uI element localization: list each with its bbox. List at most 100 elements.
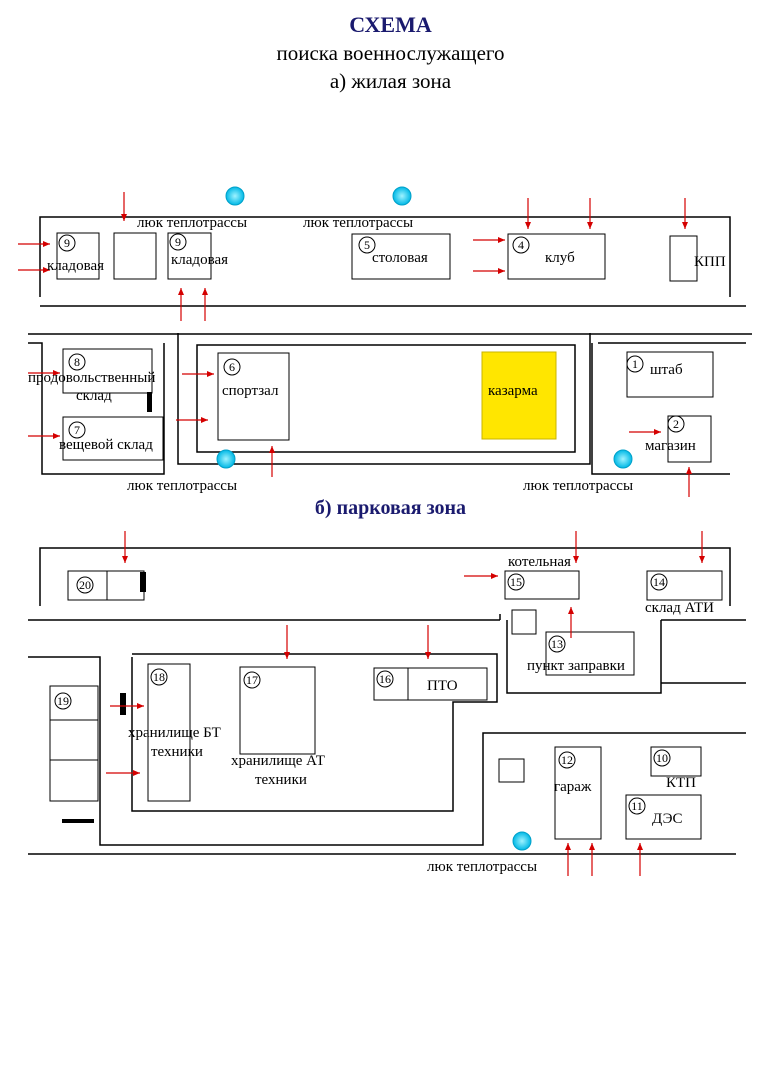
number-badge-circle [358, 236, 376, 254]
number-badge-circle [653, 749, 671, 767]
fuel-block-outline [506, 620, 662, 694]
number-badge-circle [76, 576, 94, 594]
building-checkpoint [669, 235, 698, 282]
number-badge: 14 [653, 575, 665, 589]
number-badge-circle [512, 236, 530, 254]
number-badge: 8 [74, 355, 80, 369]
number-badge: 7 [74, 423, 80, 437]
building-unnamed-top [113, 232, 157, 280]
number-badge-circle [626, 355, 644, 373]
number-badge-circle [223, 358, 241, 376]
top-road-outline [39, 216, 731, 297]
at-storage-label-2: техники [255, 772, 307, 788]
hatch-label-5: люк теплотрассы [427, 859, 537, 875]
buildings-b [49, 570, 723, 840]
number-badge-circle [150, 668, 168, 686]
garage-label: гараж [554, 779, 592, 795]
bt-storage-door [120, 693, 126, 715]
building-small [511, 609, 537, 635]
pto-label: ПТО [427, 678, 458, 694]
hatch-label-1: люк теплотрассы [137, 215, 247, 231]
number-badge: 2 [673, 417, 679, 431]
residential-zone-walls [28, 216, 752, 475]
building-pto [373, 667, 488, 701]
fuel-label: пункт заправки [527, 658, 625, 674]
number-badge-circle [68, 421, 86, 439]
number-badge-circle [628, 797, 646, 815]
hatch-marker-5 [512, 831, 532, 851]
central-block-outline [177, 333, 591, 465]
food-storage-label-1: продовольственный [28, 370, 155, 386]
hatch-label-3: люк теплотрассы [127, 478, 237, 494]
zone-a-title: а) жилая зона [329, 69, 452, 93]
diagram-title: СХЕМА [349, 12, 432, 37]
hatch-label-4: люк теплотрассы [523, 478, 633, 494]
checkpoint-label: КПП [694, 254, 726, 270]
bt-storage-label-2: техники [151, 744, 203, 760]
number-badge-circle [58, 234, 76, 252]
number-badge-circle [558, 751, 576, 769]
left-block-outline [28, 342, 165, 475]
search-arrows [18, 192, 705, 876]
number-badge-circle [507, 573, 525, 591]
building-small-2 [498, 758, 525, 783]
number-badge-circle [169, 233, 187, 251]
number-badge-circle [667, 415, 685, 433]
food-storage-door [147, 392, 152, 412]
inner-block-outline [196, 344, 576, 453]
building-barracks [481, 351, 557, 440]
number-badge-circle [548, 635, 566, 653]
number-badge: 12 [561, 753, 573, 767]
clothing-storage-label: вещевой склад [59, 437, 153, 453]
number-badge-circle [376, 670, 394, 688]
des-label: ДЭС [652, 811, 683, 827]
number-badge: 17 [246, 673, 258, 687]
hatch-label-2: люк теплотрассы [303, 215, 413, 231]
number-badge: 1 [632, 357, 638, 371]
ati-label: склад АТИ [645, 600, 714, 616]
food-storage-label-2: склад [76, 388, 112, 404]
number-badge: 5 [364, 238, 370, 252]
buildings-a [56, 232, 714, 463]
club-label: клуб [545, 250, 575, 266]
number-badge-circle [68, 353, 86, 371]
park-lower-outline [28, 656, 746, 846]
number-badge: 16 [379, 672, 391, 686]
barracks-label: казарма [488, 383, 538, 399]
hatch-marker-3 [216, 449, 236, 469]
gym-label: спортзал [222, 383, 279, 399]
number-badge: 4 [518, 238, 524, 252]
building-20-door [140, 572, 146, 592]
number-badge-circle [650, 573, 668, 591]
right-block-outline [591, 343, 730, 475]
number-badge: 13 [551, 637, 563, 651]
hatch-marker-2 [392, 186, 412, 206]
zone-b-title: б) парковая зона [314, 497, 467, 519]
park-top-road [39, 547, 731, 606]
diagram-subtitle: поиска военнослужащего [276, 41, 505, 65]
heat-hatches [216, 186, 633, 851]
number-badge: 11 [631, 799, 643, 813]
shop-label: магазин [645, 438, 696, 454]
number-badge: 9 [175, 235, 181, 249]
number-badge: 19 [57, 694, 69, 708]
number-badge-circle [54, 692, 72, 710]
ktp-label: КТП [666, 775, 696, 791]
boiler-label: котельная [508, 554, 571, 570]
storage-label-left: кладовая [47, 258, 104, 274]
number-badge: 10 [656, 751, 668, 765]
building-labels: люк теплотрассы люк теплотрассы кладовая… [28, 215, 726, 875]
park-zone-walls [28, 547, 746, 855]
number-badge: 15 [510, 575, 522, 589]
canteen-label: столовая [372, 250, 428, 266]
hatch-marker-1 [225, 186, 245, 206]
storage-label-right: кладовая [171, 252, 228, 268]
number-badge: 20 [79, 578, 91, 592]
at-storage-label-1: хранилище АТ [231, 753, 325, 769]
park-barrier [62, 819, 94, 823]
hq-label: штаб [650, 362, 683, 378]
number-badge-circle [243, 671, 261, 689]
hatch-marker-4 [613, 449, 633, 469]
building-bt-storage [147, 663, 191, 802]
